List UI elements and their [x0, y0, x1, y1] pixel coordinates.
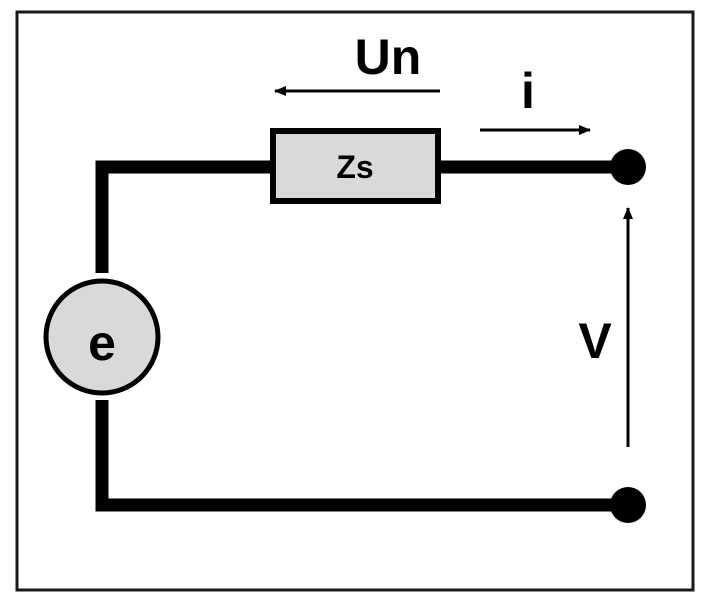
- diagram-frame: [15, 10, 695, 592]
- impedance-label: Zs: [336, 149, 373, 185]
- terminal-voltage-label: V: [578, 313, 612, 369]
- voltage-source: e: [43, 278, 161, 396]
- bottom-terminal: [610, 487, 646, 523]
- bottom-wire: [95, 400, 620, 512]
- source-label: e: [88, 315, 116, 371]
- top-terminal: [610, 149, 646, 185]
- current-label: i: [521, 63, 535, 119]
- top-left-wire: [95, 160, 273, 273]
- drop-voltage-label: Un: [355, 29, 422, 85]
- impedance-zs: Zs: [270, 128, 441, 204]
